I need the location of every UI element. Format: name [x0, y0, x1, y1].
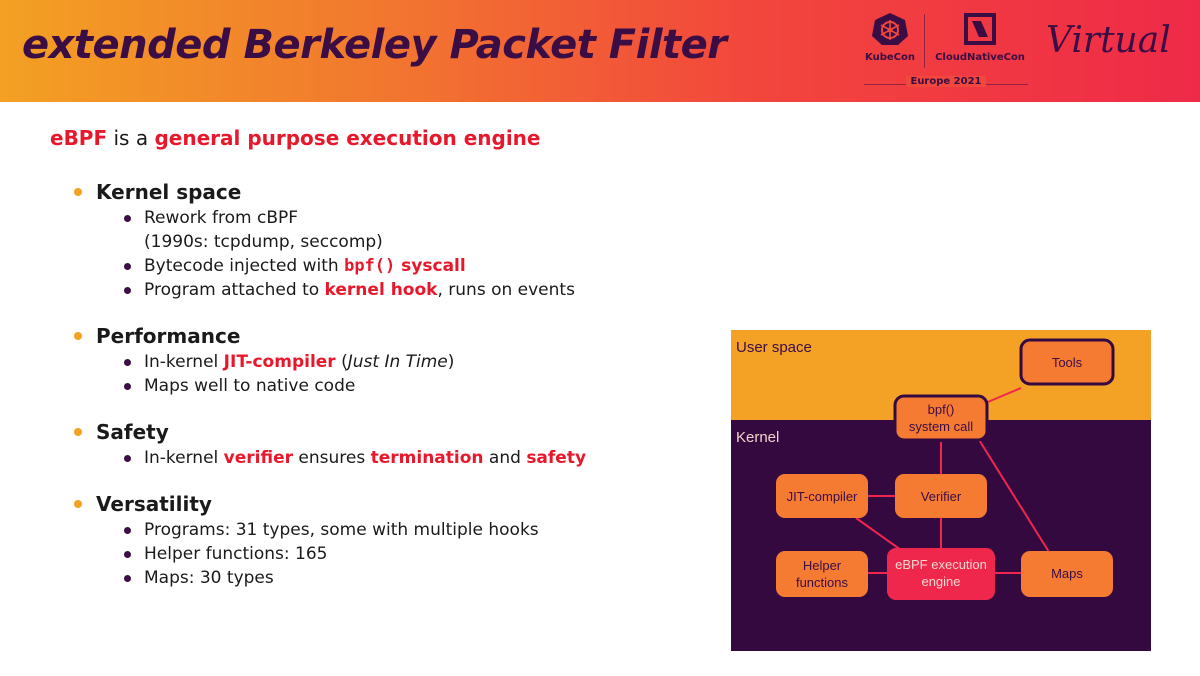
event-year: Europe 2021: [896, 76, 996, 87]
section-title: Performance: [74, 322, 714, 350]
cloudnativecon-label: CloudNativeCon: [935, 52, 1025, 63]
item-text: In-kernel: [144, 352, 224, 372]
node-bpf-syscall: bpf() system call: [893, 394, 989, 442]
list-item: Maps: 30 types: [122, 566, 714, 590]
node-ebpf-engine: eBPF execution engine: [887, 548, 995, 600]
list-item: Maps well to native code: [122, 374, 714, 398]
list-item: Program attached to kernel hook, runs on…: [122, 278, 714, 302]
virtual-label: Virtual: [1046, 20, 1171, 61]
kubecon-helm-icon: [872, 13, 908, 45]
kubecon-label: KubeCon: [865, 52, 915, 63]
sub-list: Programs: 31 types, some with multiple h…: [122, 518, 714, 590]
section-safety: Safety In-kernel verifier ensures termin…: [74, 418, 714, 470]
section-title: Kernel space: [74, 178, 714, 206]
kubecon-logo: KubeCon: [860, 12, 920, 63]
item-text: Program attached to: [144, 280, 325, 300]
ebpf-architecture-diagram: User space Kernel Tools bpf() system cal…: [731, 330, 1151, 651]
node-verifier: Verifier: [895, 474, 987, 518]
list-item: Bytecode injected with bpf() syscall: [122, 254, 714, 278]
item-text: In-kernel: [144, 448, 224, 468]
logo-divider: [924, 14, 925, 68]
edge-tools-bpf: [982, 387, 1022, 405]
node-jit-label: JIT-compiler: [787, 489, 858, 504]
item-highlight: syscall: [395, 256, 466, 276]
list-item: Helper functions: 165: [122, 542, 714, 566]
section-title: Versatility: [74, 490, 714, 518]
section-title: Safety: [74, 418, 714, 446]
header-banner: extended Berkeley Packet Filter KubeCon …: [0, 0, 1200, 102]
item-text: ): [447, 352, 455, 372]
item-highlight: verifier: [223, 448, 294, 468]
node-maps: Maps: [1021, 551, 1113, 597]
item-text: Helper functions: 165: [144, 544, 328, 564]
list-item: In-kernel verifier ensures termination a…: [122, 446, 714, 470]
item-highlight: safety: [526, 448, 587, 468]
item-text: ensures: [293, 448, 371, 468]
section-kernel-space: Kernel space Rework from cBPF (1990s: tc…: [74, 178, 714, 302]
node-engine-label-2: engine: [921, 574, 960, 589]
node-bpf-label-1: bpf(): [928, 402, 955, 417]
cloudnativecon-icon: [964, 13, 996, 45]
item-text: , runs on events: [437, 280, 575, 300]
kernel-label: Kernel: [736, 429, 779, 446]
item-text: Programs: 31 types, some with multiple h…: [144, 520, 539, 540]
item-code: bpf(): [344, 256, 396, 276]
lead-highlight: general purpose execution engine: [154, 126, 541, 150]
list-item: In-kernel JIT-compiler (Just In Time): [122, 350, 714, 374]
node-maps-label: Maps: [1051, 566, 1083, 581]
event-logos: KubeCon CloudNativeCon Europe 2021 Virtu…: [860, 12, 1190, 92]
node-helper-label-1: Helper: [803, 558, 842, 573]
event-year-label: Europe 2021: [906, 76, 986, 87]
lead-statement: eBPF is a general purpose execution engi…: [50, 126, 540, 150]
edge-bpf-maps: [975, 434, 1050, 553]
lead-term: eBPF: [50, 126, 108, 150]
node-helper-functions: Helper functions: [776, 551, 868, 597]
list-item-continuation: (1990s: tcpdump, seccomp): [122, 230, 714, 254]
bullet-list: Kernel space Rework from cBPF (1990s: tc…: [74, 178, 714, 610]
item-text: and: [483, 448, 527, 468]
page-title: extended Berkeley Packet Filter: [22, 22, 727, 68]
node-verifier-label: Verifier: [921, 489, 962, 504]
edge-jit-engine: [855, 517, 902, 551]
node-tools-label: Tools: [1052, 355, 1083, 370]
item-italic: Just In Time: [347, 352, 448, 372]
user-space-label: User space: [736, 339, 812, 356]
item-text: Maps: 30 types: [144, 568, 274, 588]
node-tools: Tools: [1019, 338, 1115, 386]
section-performance: Performance In-kernel JIT-compiler (Just…: [74, 322, 714, 398]
node-helper-label-2: functions: [796, 575, 849, 590]
item-highlight: kernel hook: [324, 280, 438, 300]
diagram-edges: [855, 387, 1050, 574]
item-text: Bytecode injected with: [144, 256, 345, 276]
item-highlight: termination: [370, 448, 484, 468]
list-item: Rework from cBPF: [122, 206, 714, 230]
sub-list: Rework from cBPF (1990s: tcpdump, seccom…: [122, 206, 714, 302]
lead-middle: is a: [107, 126, 155, 150]
node-engine-label-1: eBPF execution: [895, 557, 987, 572]
item-highlight: JIT-compiler: [223, 352, 336, 372]
node-bpf-label-2: system call: [909, 419, 973, 434]
item-text: Maps well to native code: [144, 376, 356, 396]
node-jit-compiler: JIT-compiler: [776, 474, 868, 518]
item-text: (1990s: tcpdump, seccomp): [144, 232, 383, 252]
item-text: (: [335, 352, 348, 372]
sub-list: In-kernel verifier ensures termination a…: [122, 446, 714, 470]
section-versatility: Versatility Programs: 31 types, some wit…: [74, 490, 714, 590]
item-text: Rework from cBPF: [144, 208, 299, 228]
sub-list: In-kernel JIT-compiler (Just In Time) Ma…: [122, 350, 714, 398]
list-item: Programs: 31 types, some with multiple h…: [122, 518, 714, 542]
cloudnativecon-logo: CloudNativeCon: [930, 12, 1030, 63]
